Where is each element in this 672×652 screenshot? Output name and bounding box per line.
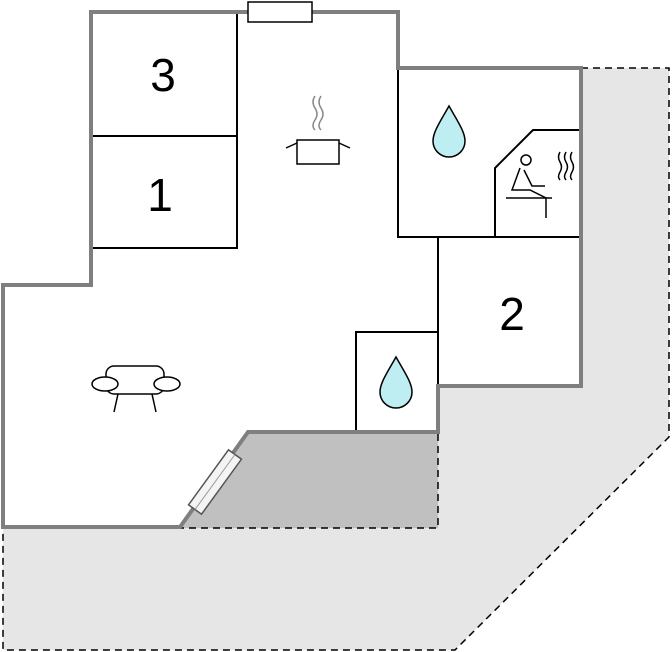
sofa-icon	[91, 365, 181, 413]
window-top	[247, 1, 313, 23]
room-1-label: 1	[147, 169, 173, 221]
sauna-icon	[506, 151, 575, 218]
terrace-door	[187, 448, 243, 516]
room-2-label: 2	[499, 288, 525, 340]
outer-wall	[1, 10, 583, 529]
water-drop-icon	[379, 355, 413, 409]
room-3-label: 3	[150, 49, 176, 101]
water-drop-icon	[432, 104, 466, 158]
kitchen-pot-icon	[285, 95, 351, 165]
